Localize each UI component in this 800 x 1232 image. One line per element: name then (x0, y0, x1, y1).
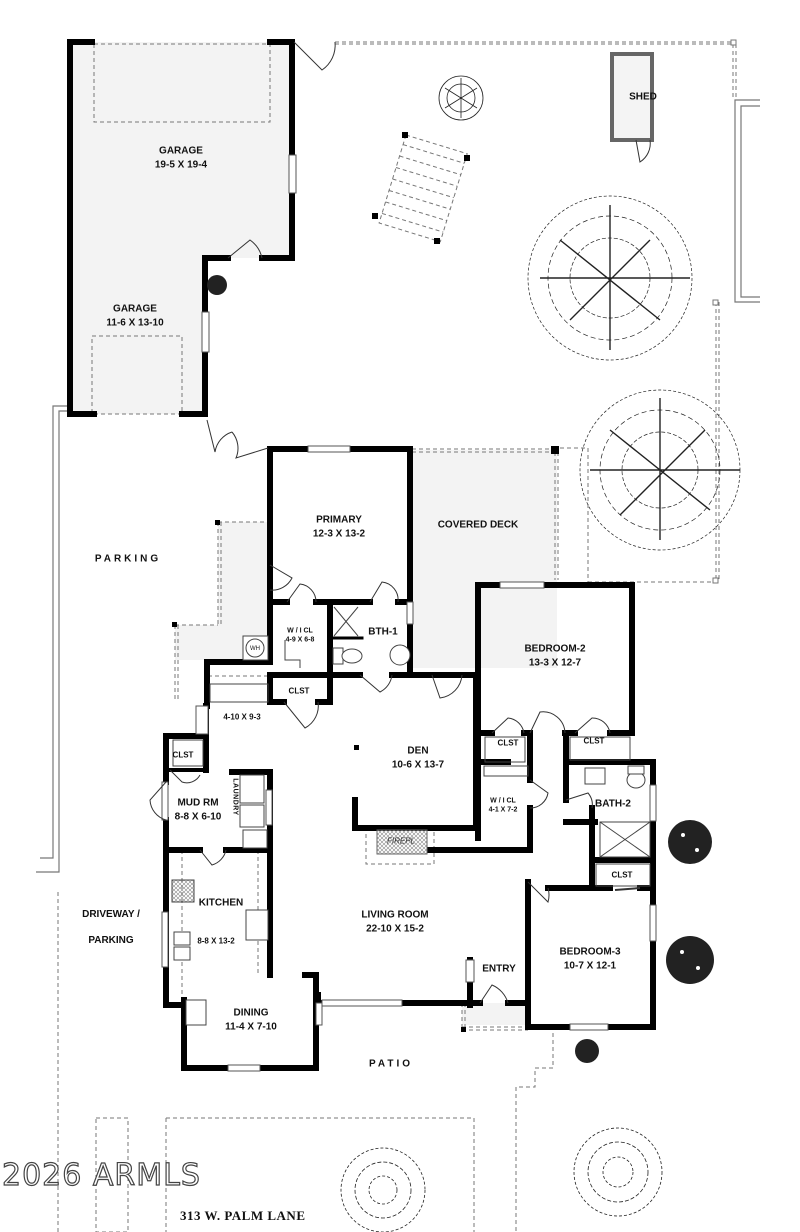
windows (161, 154, 657, 1072)
room-name: CLST (172, 750, 194, 760)
area-driveway: DRIVEWAY / PARKING (82, 902, 140, 954)
room-dimensions: 4-10 X 9-3 (223, 712, 261, 722)
water-heater-label: WH (250, 645, 260, 653)
posts (172, 132, 559, 1032)
room-bedroom-2: BEDROOM-2 13-3 X 12-7 (524, 643, 585, 670)
fixtures (171, 606, 651, 1026)
room-name: CLST (611, 870, 633, 880)
room-bedroom-3: BEDROOM-3 10-7 X 12-1 (559, 946, 620, 973)
room-name: KITCHEN (198, 897, 244, 909)
room-name: MUD RM (177, 797, 219, 809)
room-living: LIVING ROOM 22-10 X 15-2 (361, 909, 428, 936)
room-wicl-hall: W / I CL 4-1 X 7-2 (489, 797, 518, 816)
room-covered-deck: COVERED DECK (438, 518, 519, 532)
room-name: CLST (288, 686, 310, 696)
room-name: W / I CL (287, 627, 313, 635)
area-patio: PATIO (369, 1057, 413, 1071)
room-dimensions: 19-5 X 19-4 (154, 159, 208, 170)
room-dimensions: 10-7 X 12-1 (563, 960, 617, 971)
area-name: PARKING (94, 553, 162, 565)
room-bath-2: BATH-2 (595, 797, 631, 811)
room-hall: 4-10 X 9-3 (223, 713, 260, 724)
shed (610, 52, 654, 142)
room-dimensions: 8-8 X 6-10 (174, 811, 222, 822)
room-dimensions: 4-1 X 7-2 (488, 807, 518, 814)
room-clst-mud: CLST (173, 751, 194, 762)
room-name: BEDROOM-3 (559, 946, 621, 958)
area-name: DRIVEWAY / (82, 909, 140, 920)
room-dimensions: 22-10 X 15-2 (366, 923, 424, 934)
room-name: GARAGE (113, 303, 157, 315)
room-name: LIVING ROOM (361, 909, 429, 921)
room-dimensions: 11-6 X 13-10 (106, 317, 164, 328)
room-name: BEDROOM-2 (524, 643, 586, 655)
room-mud-rm: MUD RM 8-8 X 6-10 (175, 797, 222, 824)
star-tree (340, 1127, 663, 1232)
room-name: W / I CL (490, 797, 516, 805)
room-name: COVERED DECK (437, 519, 519, 531)
fence (734, 99, 760, 303)
room-entry: ENTRY (482, 962, 516, 976)
room-name: BTH-1 (368, 626, 398, 638)
room-dimensions: 13-3 X 12-7 (528, 657, 582, 668)
room-name: DEN (407, 745, 429, 757)
watermark: 2026 ARMLS (1, 1157, 201, 1193)
room-dimensions: 8-8 X 13-2 (197, 936, 235, 946)
room-garage-lower: GARAGE 11-6 X 13-10 (106, 303, 163, 330)
room-name: ENTRY (482, 963, 516, 975)
doors (149, 41, 651, 1004)
room-clst-bedroom2-right: CLST (584, 737, 605, 748)
room-name: DINING (233, 1007, 269, 1019)
area-name: PATIO (368, 1058, 414, 1070)
room-bth1: BTH-1 (368, 625, 397, 639)
area-name: PARKING (88, 935, 134, 946)
room-dimensions: 11-4 X 7-10 (225, 1021, 277, 1032)
property-lines (57, 41, 737, 1232)
room-name: CLST (497, 738, 519, 748)
room-shed: SHED (629, 90, 657, 104)
room-wicl-primary: W / I CL 4-9 X 6-8 (286, 627, 315, 646)
room-name: SHED (629, 91, 657, 103)
room-name: CLST (583, 736, 605, 746)
room-name: LAUNDRY (231, 778, 239, 816)
room-clst-bedroom2-left: CLST (498, 739, 519, 750)
fireplace (376, 829, 428, 855)
walls (67, 39, 656, 1071)
room-garage-main: GARAGE 19-5 X 19-4 (155, 145, 207, 172)
room-name: GARAGE (159, 145, 203, 157)
room-dimensions: 12-3 X 13-2 (312, 528, 366, 539)
room-kitchen: KITCHEN (199, 896, 243, 910)
room-dining: DINING 11-4 X 7-10 (225, 1007, 277, 1034)
landscaping (207, 75, 741, 1232)
room-den: DEN 10-6 X 13-7 (392, 745, 444, 772)
dense-shrub (207, 275, 714, 1063)
room-name: WH (250, 645, 260, 652)
large-tree (527, 195, 693, 361)
property-address: 313 W. PALM LANE (180, 1208, 306, 1223)
room-primary: PRIMARY 12-3 X 13-2 (313, 514, 365, 541)
large-tree (579, 389, 741, 551)
laundry-label: LAUNDRY (230, 778, 239, 815)
flowering-shrub (438, 75, 484, 121)
room-clst-bedroom3: CLST (612, 871, 633, 882)
room-name: BATH-2 (595, 798, 631, 810)
room-name: FIREPL (386, 836, 416, 846)
area-parking: PARKING (95, 552, 161, 566)
room-name: PRIMARY (316, 514, 362, 526)
fireplace-label: FIREPL (387, 837, 415, 848)
room-clst-primary: CLST (289, 687, 310, 698)
room-dimensions: 4-9 X 6-8 (285, 637, 315, 644)
driveway-edge (36, 405, 70, 873)
room-dimensions: 10-6 X 13-7 (391, 759, 445, 770)
room-kitchen-dim: 8-8 X 13-2 (197, 937, 234, 948)
